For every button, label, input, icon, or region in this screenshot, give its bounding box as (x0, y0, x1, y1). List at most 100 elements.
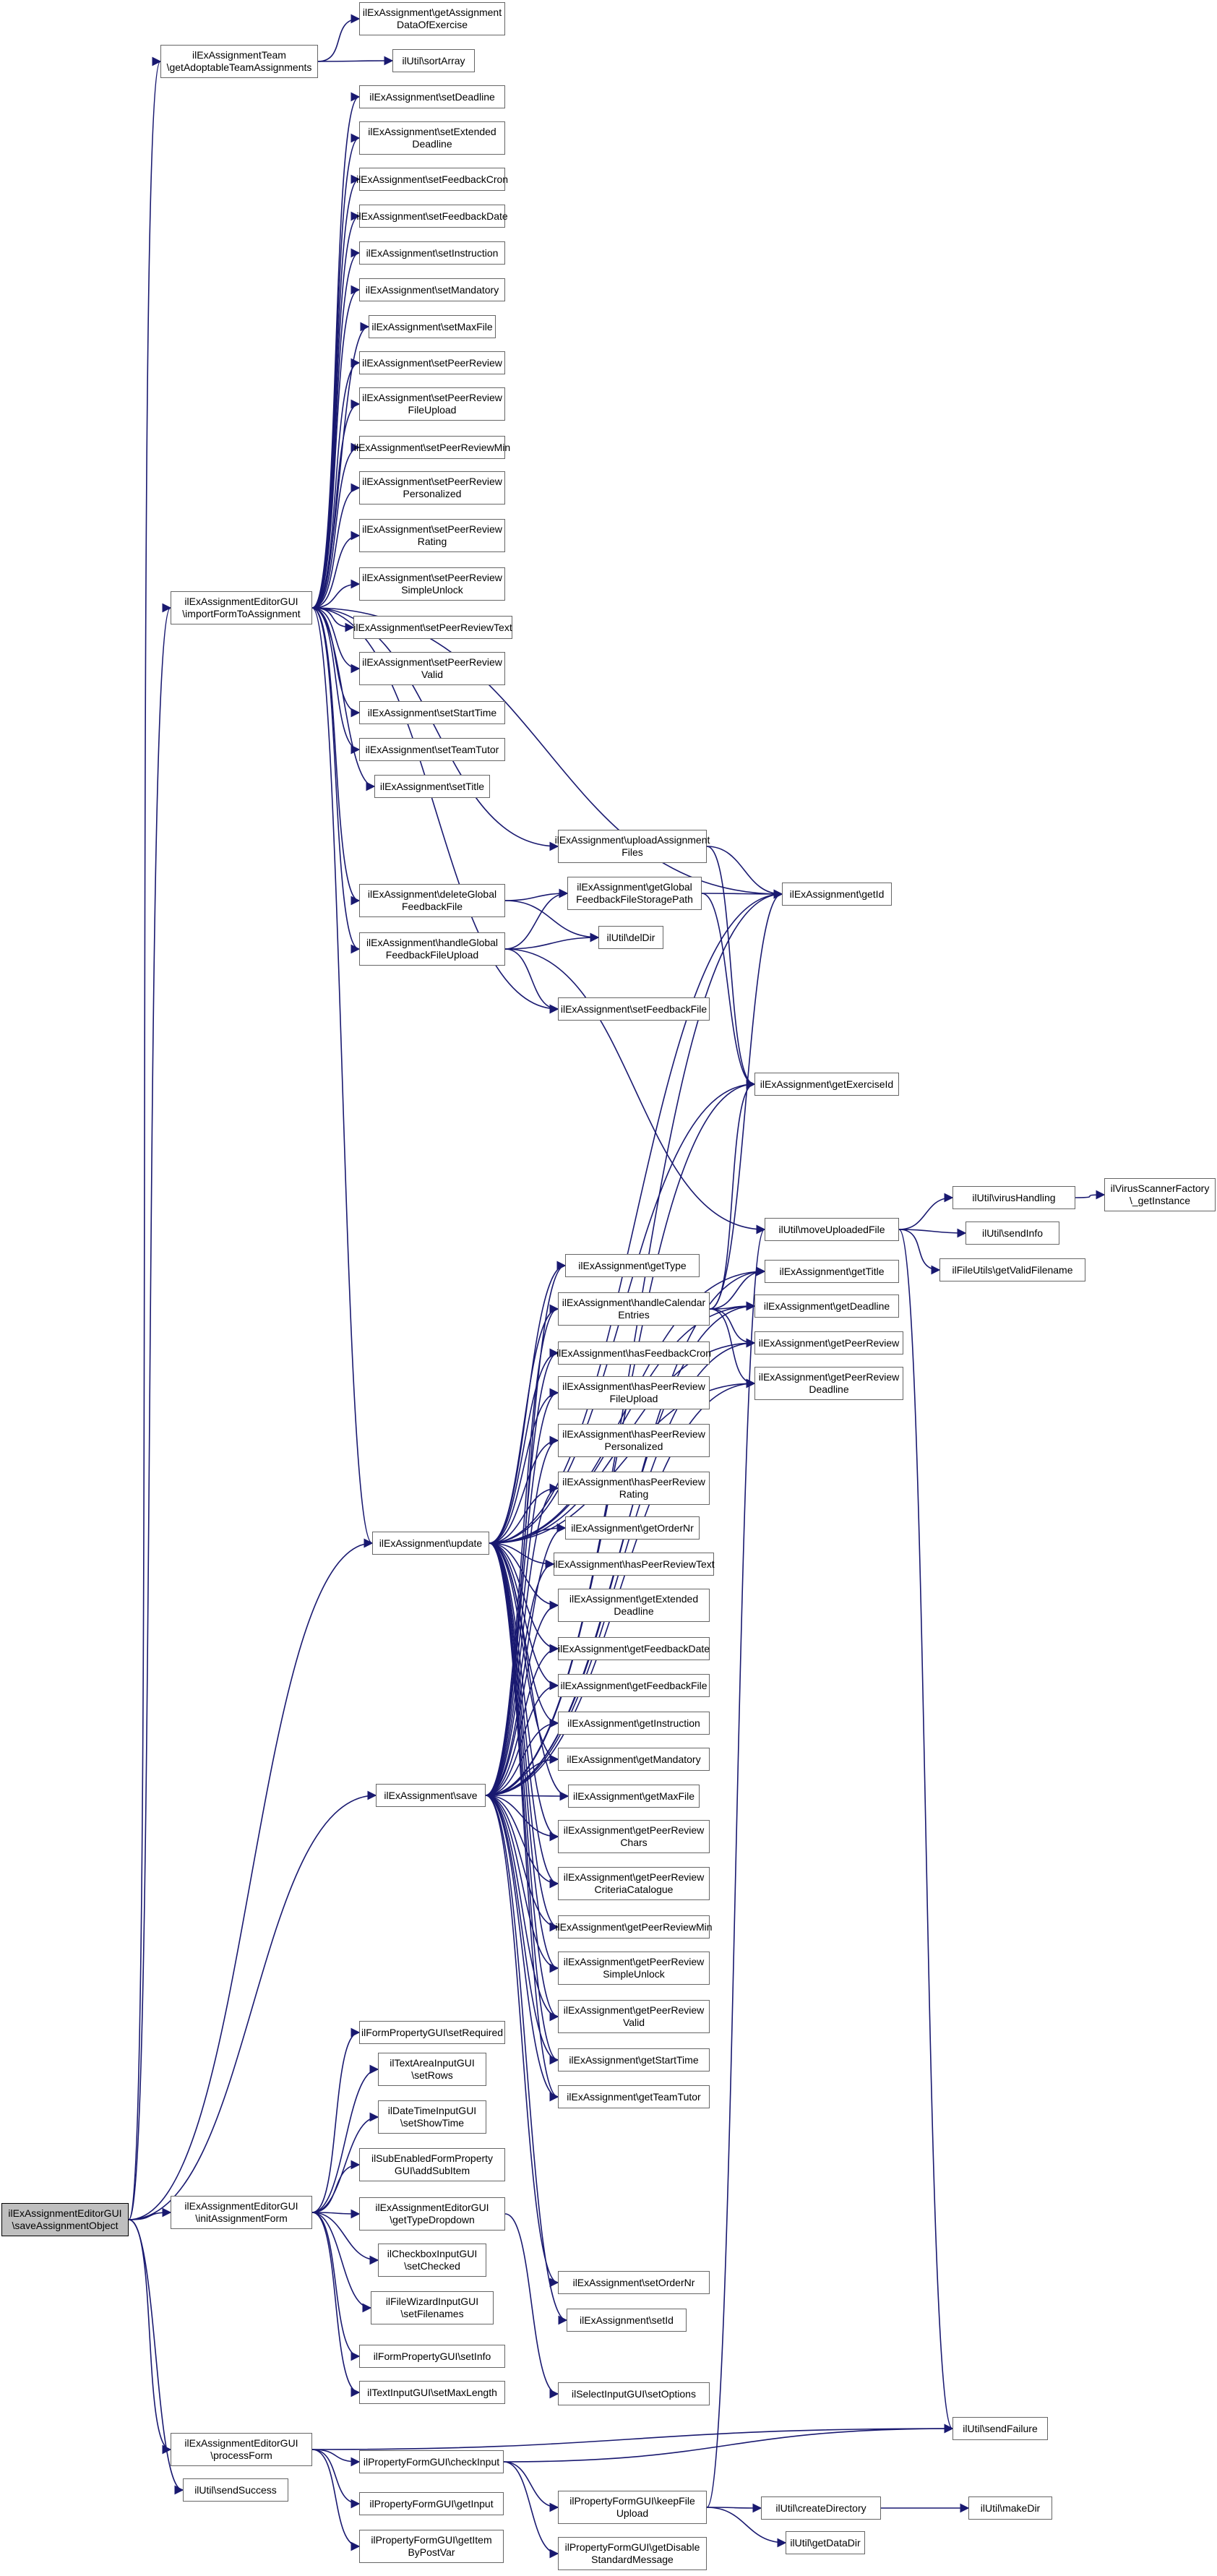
edge-move-uploaded-file-to-get-valid-filename (898, 1229, 941, 1275)
node-get-order-nr[interactable]: ilExAssignment\getOrderNr (565, 1516, 700, 1540)
node-team-adoptable[interactable]: ilExAssignmentTeam\getAdoptableTeamAssig… (160, 45, 318, 78)
node-has-feedback-cron[interactable]: ilExAssignment\hasFeedbackCron (556, 1341, 711, 1365)
node-send-success[interactable]: ilUtil\sendSuccess (183, 2478, 288, 2502)
node-set-id[interactable]: ilExAssignment\setId (567, 2309, 687, 2332)
node-move-uploaded-file[interactable]: ilUtil\moveUploadedFile (765, 1218, 899, 1241)
node-label-line: FileUpload (609, 1393, 658, 1404)
node-label-line: DataOfExercise (396, 19, 468, 30)
node-label-line: SimpleUnlock (603, 1968, 665, 1980)
node-virus-handling[interactable]: ilUtil\virusHandling (952, 1186, 1075, 1209)
node-get-id[interactable]: ilExAssignment\getId (782, 883, 892, 906)
node-get-instruction[interactable]: ilExAssignment\getInstruction (558, 1712, 710, 1735)
node-set-title[interactable]: ilExAssignment\setTitle (374, 775, 490, 798)
node-get-input[interactable]: ilPropertyFormGUI\getInput (359, 2492, 504, 2515)
node-virus-scanner[interactable]: ilVirusScannerFactory\_getInstance (1104, 1178, 1216, 1211)
node-del-dir[interactable]: ilUtil\delDir (598, 926, 663, 949)
node-has-pr-text[interactable]: ilExAssignment\hasPeerReviewText (553, 1553, 715, 1576)
node-label-line: ilExAssignment\setPeerReviewText (353, 621, 512, 633)
node-set-mandatory[interactable]: ilExAssignment\setMandatory (359, 278, 505, 301)
node-checkbox-set-checked[interactable]: ilCheckboxInputGUI\setChecked (378, 2244, 486, 2277)
node-set-feedback-date[interactable]: ilExAssignment\setFeedbackDate (356, 205, 508, 228)
node-get-peer-review[interactable]: ilExAssignment\getPeerReview (754, 1331, 903, 1354)
node-set-order-nr[interactable]: ilExAssignment\setOrderNr (558, 2271, 710, 2294)
node-update[interactable]: ilExAssignment\update (372, 1532, 489, 1555)
node-get-mandatory[interactable]: ilExAssignment\getMandatory (558, 1748, 710, 1771)
node-save[interactable]: ilExAssignment\save (376, 1784, 486, 1807)
node-text-set-max-length[interactable]: ilTextInputGUI\setMaxLength (359, 2381, 505, 2404)
node-get-max-file[interactable]: ilExAssignment\getMaxFile (568, 1785, 700, 1808)
node-form-set-info[interactable]: ilFormPropertyGUI\setInfo (359, 2345, 505, 2368)
node-get-exercise-id[interactable]: ilExAssignment\getExerciseId (754, 1073, 899, 1096)
node-textarea-set-rows[interactable]: ilTextAreaInputGUI\setRows (378, 2053, 486, 2086)
node-get-deadline[interactable]: ilExAssignment\getDeadline (754, 1295, 899, 1318)
edge-save-to-get-feedback-date (485, 1644, 559, 1796)
node-label-line: ilSelectInputGUI\setOptions (572, 2387, 696, 2400)
node-label-line: ilExAssignment\setOrderNr (572, 2276, 695, 2288)
node-send-info[interactable]: ilUtil\sendInfo (966, 1222, 1059, 1245)
node-get-type-dropdown[interactable]: ilExAssignmentEditorGUI\getTypeDropdown (359, 2197, 505, 2231)
node-set-peer-review[interactable]: ilExAssignment\setPeerReview (359, 351, 505, 374)
node-set-feedback-file[interactable]: ilExAssignment\setFeedbackFile (558, 997, 710, 1021)
node-send-failure[interactable]: ilUtil\sendFailure (952, 2417, 1048, 2440)
node-set-pr-text[interactable]: ilExAssignment\setPeerReviewText (353, 616, 512, 639)
node-get-pr-min[interactable]: ilExAssignment\getPeerReviewMin (555, 1915, 713, 1939)
node-label-line: StandardMessage (591, 2554, 674, 2565)
node-process-form[interactable]: ilExAssignmentEditorGUI\processForm (171, 2433, 312, 2466)
node-label-line: ilExAssignment\getFeedbackFile (560, 1679, 708, 1691)
node-set-max-file[interactable]: ilExAssignment\setMaxFile (369, 315, 496, 338)
node-get-title[interactable]: ilExAssignment\getTitle (765, 1260, 899, 1283)
node-datetime-show-time[interactable]: ilDateTimeInputGUI\setShowTime (378, 2100, 486, 2134)
node-set-pr-min[interactable]: ilExAssignment\setPeerReviewMin (354, 436, 510, 459)
node-label-line: Valid (622, 2017, 645, 2028)
node-init-form[interactable]: ilExAssignmentEditorGUI\initAssignmentFo… (171, 2196, 312, 2229)
node-get-valid-filename[interactable]: ilFileUtils\getValidFilename (939, 1258, 1085, 1281)
node-set-feedback-cron[interactable]: ilExAssignment\setFeedbackCron (356, 168, 508, 191)
node-set-start-time[interactable]: ilExAssignment\setStartTime (359, 701, 505, 724)
node-label-line: \saveAssignmentObject (12, 2220, 119, 2231)
node-set-team-tutor[interactable]: ilExAssignment\setTeamTutor (359, 738, 505, 761)
node-label-line: ilExAssignment\setPeerReview (362, 523, 502, 535)
node-form-set-required[interactable]: ilFormPropertyGUI\setRequired (359, 2021, 505, 2044)
node-select-set-options[interactable]: ilSelectInputGUI\setOptions (558, 2382, 710, 2405)
node-filewizard-set-filenames[interactable]: ilFileWizardInputGUI\setFilenames (371, 2291, 494, 2324)
node-get-feedback-date[interactable]: ilExAssignment\getFeedbackDate (558, 1637, 710, 1660)
node-get-team-tutor[interactable]: ilExAssignment\getTeamTutor (558, 2085, 710, 2108)
node-get-feedback-file[interactable]: ilExAssignment\getFeedbackFile (558, 1674, 710, 1697)
node-make-dir[interactable]: ilUtil\makeDir (968, 2496, 1052, 2520)
node-sort-array[interactable]: ilUtil\sortArray (392, 49, 475, 72)
node-import-form[interactable]: ilExAssignmentEditorGUI\importFormToAssi… (171, 591, 312, 624)
node-get-start-time[interactable]: ilExAssignment\getStartTime (558, 2048, 710, 2071)
node-set-deadline[interactable]: ilExAssignment\setDeadline (359, 85, 505, 108)
node-create-directory[interactable]: ilUtil\createDirectory (761, 2496, 881, 2520)
node-get-data-dir[interactable]: ilUtil\getDataDir (786, 2531, 865, 2554)
node-check-input[interactable]: ilPropertyFormGUI\checkInput (359, 2450, 504, 2473)
node-root[interactable]: ilExAssignmentEditorGUI\saveAssignmentOb… (1, 2203, 129, 2236)
node-get-type[interactable]: ilExAssignment\getType (565, 1254, 700, 1277)
node-set-instruction[interactable]: ilExAssignment\setInstruction (359, 241, 505, 265)
